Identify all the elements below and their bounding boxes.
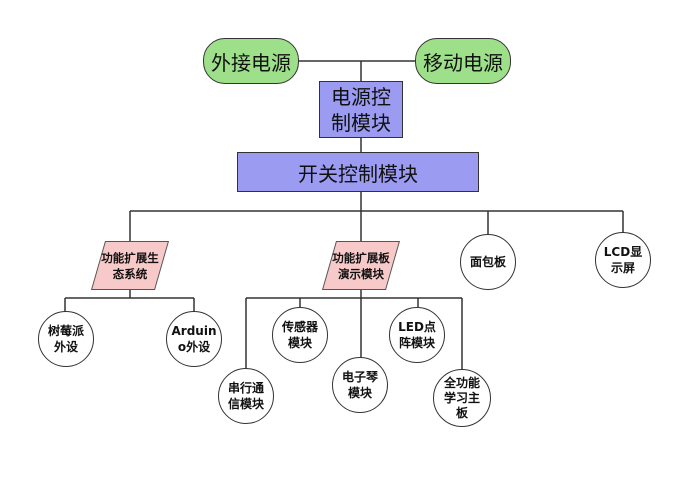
panel-node: 面包板 [460, 234, 516, 290]
power-control-node: 电源控 制模块 [319, 81, 403, 138]
sensor-label: 传感器 模块 [281, 320, 318, 350]
full-board-node: 全功能 学习主 板 [433, 369, 491, 427]
raspberry-label: 树莓派 外设 [47, 324, 84, 354]
ext-board-demo-node: 功能扩展板 演示模块 [319, 241, 403, 290]
external-power-label: 外接电源 [211, 50, 291, 75]
lcd-node: LCD显 示屏 [595, 232, 651, 288]
arduino-node: Arduin o外设 [166, 311, 222, 367]
ext-board-demo-label: 功能扩展板 演示模块 [332, 250, 390, 281]
led-matrix-label: LED点 阵模块 [398, 320, 436, 350]
switch-control-node: 开关控制模块 [237, 152, 479, 192]
piano-label: 电子琴 模块 [341, 370, 378, 400]
mobile-power-label: 移动电源 [423, 50, 503, 75]
mobile-power-node: 移动电源 [415, 38, 511, 84]
ext-ecosystem-node: 功能扩展生 态系统 [88, 241, 172, 290]
piano-node: 电子琴 模块 [332, 357, 388, 413]
serial-label: 串行通 信模块 [227, 381, 264, 411]
raspberry-node: 树莓派 外设 [38, 311, 94, 367]
power-control-label: 电源控 制模块 [331, 84, 391, 135]
switch-control-label: 开关控制模块 [298, 161, 418, 186]
external-power-node: 外接电源 [203, 38, 299, 84]
panel-label: 面包板 [469, 255, 506, 269]
serial-node: 串行通 信模块 [218, 368, 274, 424]
led-matrix-node: LED点 阵模块 [389, 307, 445, 363]
ext-ecosystem-label: 功能扩展生 态系统 [101, 250, 159, 281]
sensor-node: 传感器 模块 [272, 307, 328, 363]
arduino-label: Arduin o外设 [171, 324, 217, 354]
lcd-label: LCD显 示屏 [603, 245, 643, 275]
full-board-label: 全功能 学习主 板 [443, 375, 480, 420]
